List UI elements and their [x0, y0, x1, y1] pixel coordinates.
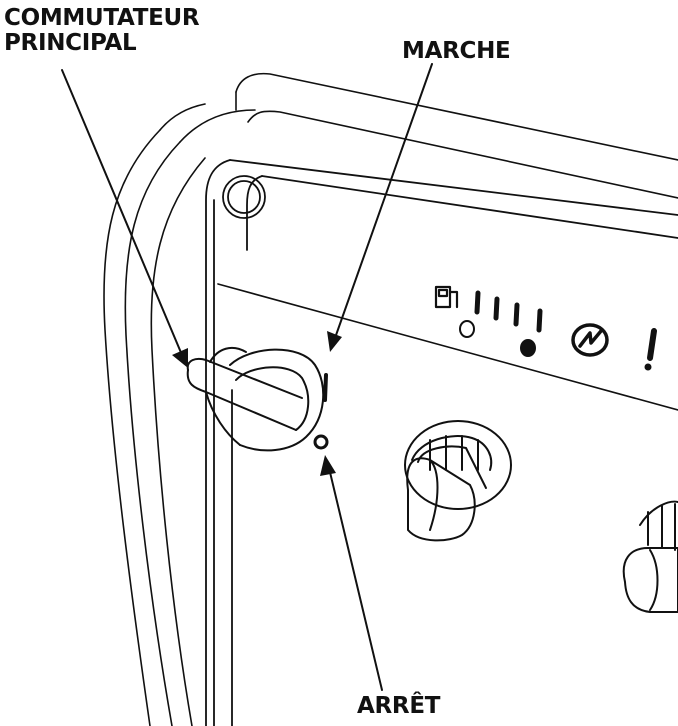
corner-screw [222, 175, 266, 219]
overload-indicator-lamp [520, 339, 536, 357]
main-switch-leader-line [61, 69, 183, 356]
housing-top-ridges [235, 72, 678, 199]
outlet-1 [404, 420, 512, 542]
leader-arrows [61, 63, 433, 691]
off-label: ARRÊT [357, 693, 441, 719]
fuel-pump-icon [434, 285, 459, 309]
on-arrowhead [327, 331, 342, 352]
output-indicator-lamp [459, 320, 475, 338]
off-arrowhead [320, 455, 336, 476]
main-switch-label-line2: PRINCIPAL [4, 30, 137, 56]
off-leader-line [328, 467, 383, 691]
main-switch-label-line1: COMMUTATEUR [4, 5, 200, 31]
panel-frame [205, 159, 678, 726]
main-switch-knob [186, 346, 325, 452]
switch-on-mark [323, 373, 328, 402]
outlet-2 [622, 500, 678, 613]
main-switch-arrowhead [172, 348, 188, 368]
switch-off-mark [313, 434, 329, 450]
output-indicator-icon [571, 323, 609, 357]
on-label: MARCHE [402, 38, 511, 64]
panel-divider-line [217, 283, 678, 411]
main-switch-label: COMMUTATEUR PRINCIPAL [4, 5, 200, 56]
fuel-level-bars [474, 290, 543, 333]
overload-warning-icon [644, 328, 657, 371]
on-leader-line [334, 63, 433, 339]
housing-outline [103, 103, 256, 726]
